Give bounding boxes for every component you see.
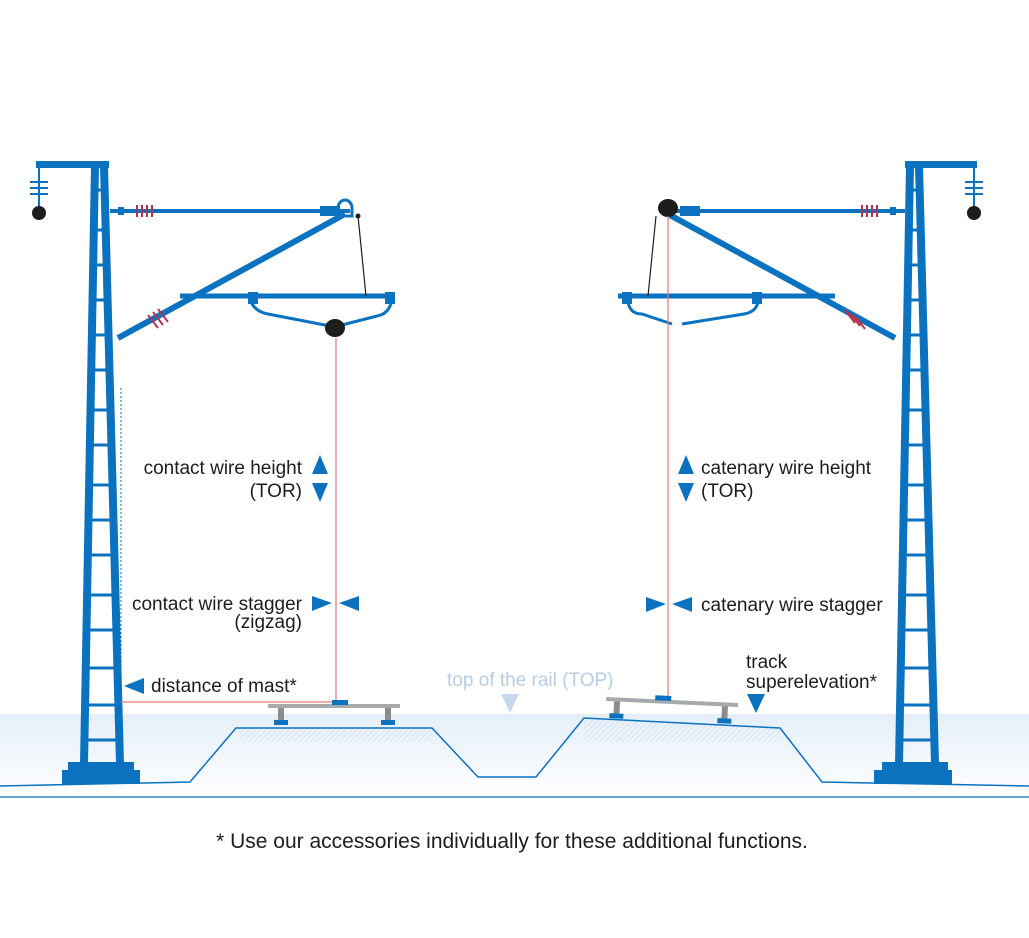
left-track — [268, 700, 400, 725]
footnote: * Use our accessories individually for t… — [216, 830, 808, 853]
measure-lines — [121, 216, 669, 703]
right-cantilever — [618, 199, 905, 341]
right-track — [606, 695, 739, 724]
track-bed-profile — [0, 717, 1029, 787]
contact-height-up-arrow — [312, 455, 328, 474]
contact-stagger-left-arrow — [339, 596, 359, 611]
left-mast — [30, 161, 140, 784]
catenary-height-up-arrow — [678, 455, 694, 474]
right-feeder-insulator — [965, 181, 983, 195]
track-superelevation-label: track — [746, 652, 788, 673]
superelevation-arrow — [747, 694, 765, 713]
left-feeder-insulator — [30, 181, 48, 195]
contact-wire-stagger-sub-label: (zigzag) — [234, 612, 302, 633]
left-upper-insulator — [136, 205, 153, 217]
track-superelevation-sub-label: superelevation* — [746, 672, 878, 693]
left-mast-rungs — [85, 188, 119, 742]
left-cantilever — [110, 198, 395, 341]
right-mast — [874, 161, 983, 784]
catenary-stagger-right-arrow — [646, 597, 666, 612]
catenary-stagger-left-arrow — [672, 597, 692, 612]
top-of-rail-arrow — [501, 694, 519, 713]
left-strut-insulator — [147, 308, 169, 329]
mast-distance-arrow — [124, 678, 144, 694]
contact-height-down-arrow — [312, 483, 328, 502]
right-mast-rungs — [900, 188, 934, 742]
right-upper-insulator — [861, 205, 878, 217]
contact-stagger-right-arrow — [312, 596, 332, 611]
top-of-rail-label: top of the rail (TOP) — [447, 670, 614, 691]
catenary-wire-height-label: catenary wire height — [701, 458, 872, 479]
contact-wire-stagger-label: contact wire stagger — [132, 594, 303, 615]
catenary-wire-height-unit-label: (TOR) — [701, 481, 753, 502]
contact-wire-height-label: contact wire height — [144, 458, 303, 479]
ground-band — [0, 714, 1029, 798]
contact-wire-height-unit-label: (TOR) — [250, 481, 302, 502]
arrow-markers — [124, 455, 765, 713]
catenary-wire-stagger-label: catenary wire stagger — [701, 595, 883, 616]
right-strut-insulator — [844, 309, 866, 330]
distance-of-mast-label: distance of mast* — [151, 676, 297, 697]
catenary-height-down-arrow — [678, 483, 694, 502]
